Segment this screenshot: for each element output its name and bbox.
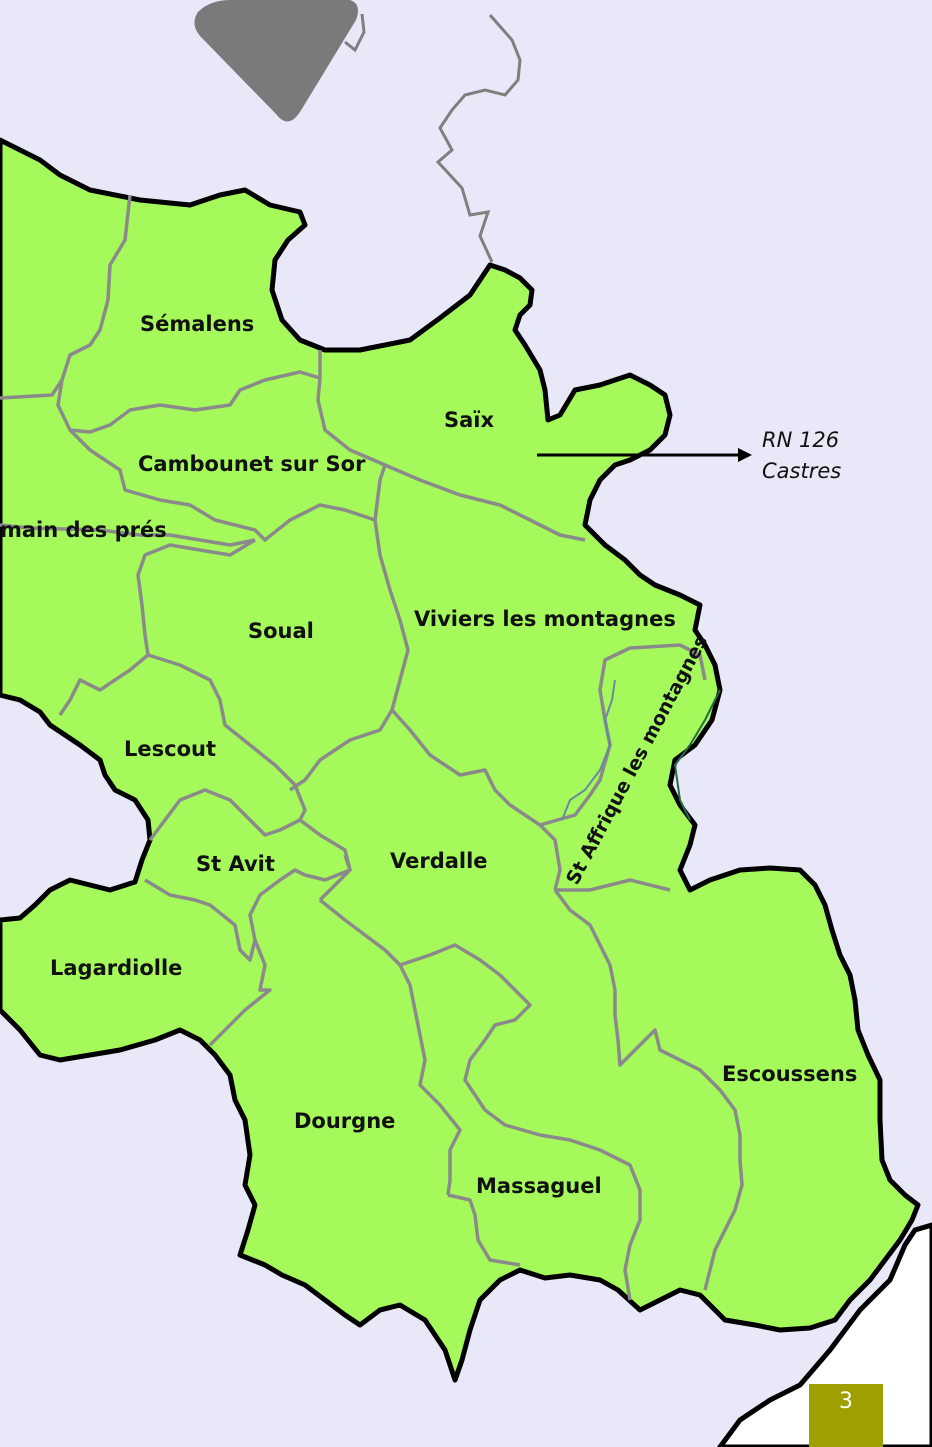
north-arrow-icon (194, 0, 358, 122)
commune-label-escoussens: Escoussens (722, 1062, 857, 1086)
road-destination-label: Castres (762, 459, 841, 483)
commune-boundaries (0, 194, 744, 1301)
upper-boundary-line (344, 13, 522, 263)
commune-label-cambounet: Cambounet sur Sor (138, 452, 366, 476)
commune-label-saix: Saïx (444, 408, 494, 432)
commune-label-massaguel: Massaguel (476, 1174, 602, 1198)
road-arrow-icon (537, 448, 752, 462)
commune-label-dourgne: Dourgne (294, 1109, 395, 1133)
road-name-label: RN 126 (762, 428, 839, 452)
commune-label-lagardiolle: Lagardiolle (50, 956, 182, 980)
commune-label-st-avit: St Avit (196, 852, 275, 876)
commune-label-soual: Soual (248, 619, 314, 643)
commune-label-st-germain: main des prés (0, 518, 167, 542)
river-line (561, 679, 616, 821)
river-line-east (673, 689, 721, 821)
commune-label-viviers: Viviers les montagnes (414, 607, 676, 631)
page-number-badge: 3 (809, 1384, 883, 1447)
commune-label-verdalle: Verdalle (390, 849, 488, 873)
commune-label-semalens: Sémalens (140, 312, 254, 336)
land-area (0, 137, 921, 1383)
commune-label-lescout: Lescout (124, 737, 216, 761)
